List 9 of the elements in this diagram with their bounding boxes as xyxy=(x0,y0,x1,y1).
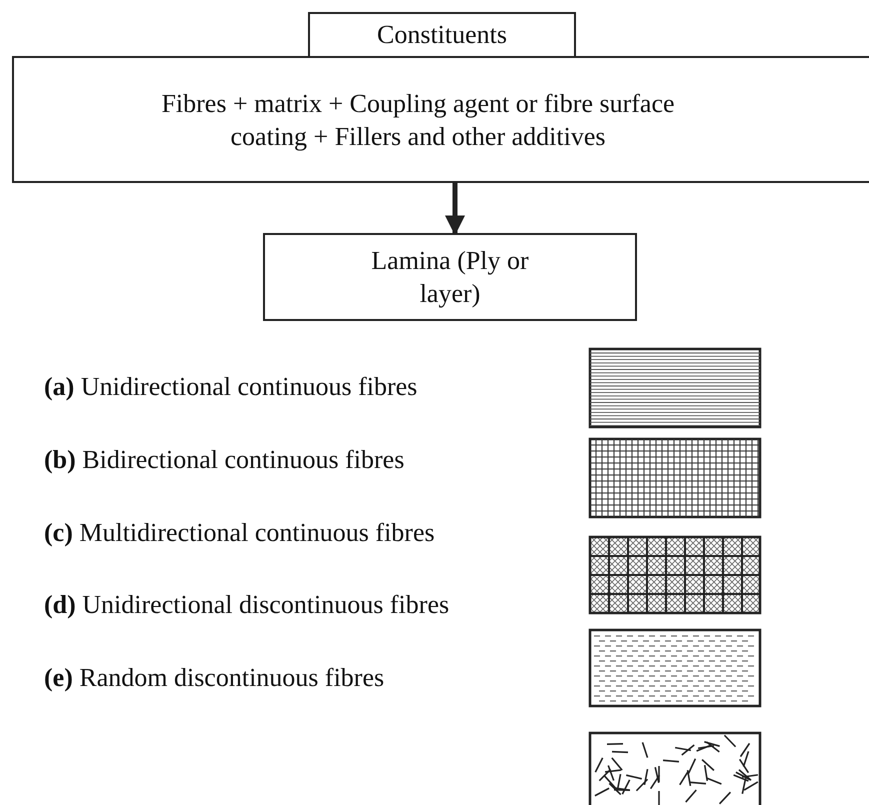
fibre-arrangement-caption: (d) Unidirectional discontinuous fibres xyxy=(44,590,450,620)
process-box: Lamina (Ply or layer) xyxy=(263,233,637,321)
arrow xyxy=(445,183,465,236)
fibre-arrangement-caption: (c) Multidirectional continuous fibres xyxy=(44,518,435,548)
fibre-arrangement-caption: (b) Bidirectional continuous fibres xyxy=(44,445,404,475)
process-box: Fibres + matrix + Coupling agent or fibre surface coating + Fillers and other additives xyxy=(12,56,869,183)
heading-tab: Constituents xyxy=(308,12,576,58)
fibre-arrangement-caption: (a) Unidirectional continuous fibres xyxy=(44,372,418,402)
fibre-arrangement-caption: (e) Random discontinuous fibres xyxy=(44,663,384,693)
